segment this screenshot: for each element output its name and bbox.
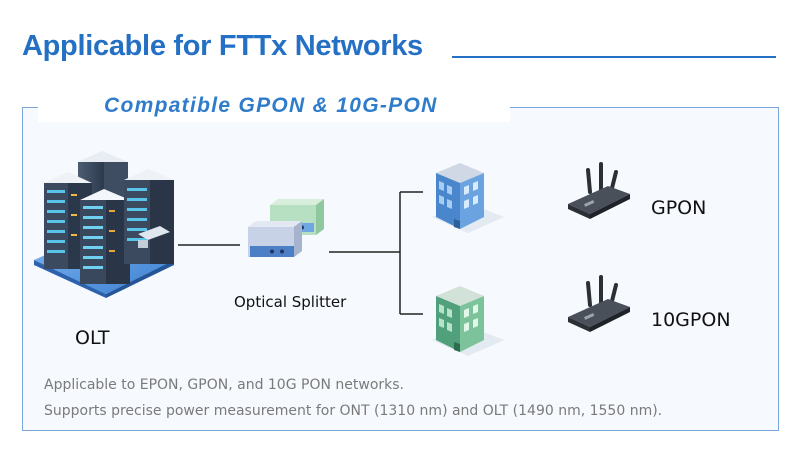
title-rule [452, 56, 776, 58]
optical-splitter-icon [248, 199, 324, 257]
building-icon [432, 163, 504, 233]
splitter-label: Optical Splitter [234, 293, 347, 311]
note-networks: Applicable to EPON, GPON, and 10G PON ne… [44, 377, 405, 393]
router-icon [568, 162, 630, 219]
diagram-subtitle: Compatible GPON & 10G-PON [104, 94, 438, 117]
building-icon [432, 286, 504, 356]
page-title: Applicable for FTTx Networks [22, 30, 423, 62]
note-power-measurement: Supports precise power measurement for O… [44, 403, 663, 419]
server-rack-icon [34, 151, 174, 298]
olt-label: OLT [75, 327, 110, 349]
gpon-label: GPON [651, 197, 707, 219]
subtitle-mask [38, 90, 510, 122]
tengpon-label: 10GPON [651, 309, 731, 331]
router-icon [568, 275, 630, 332]
